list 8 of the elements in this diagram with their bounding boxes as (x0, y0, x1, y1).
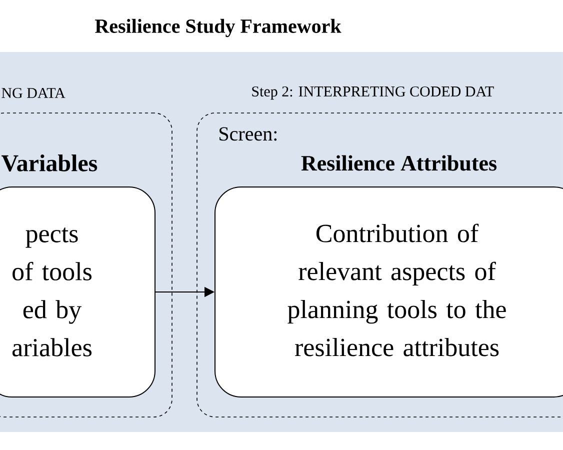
step-label: NG DATA (2, 88, 66, 98)
process-box: Contribution of relevant aspects of planning tools to the resilience attributes (214, 186, 563, 398)
group-heading: Resilience Attributes (301, 155, 497, 171)
process-box: pects of tools ed by ariables (0, 186, 156, 398)
group-heading: Variables (1, 154, 98, 172)
title: Resilience Study Framework (95, 18, 342, 38)
step-label: Step 2: INTERPRETING CODED DAT (252, 86, 494, 100)
group-label: Screen: (220, 127, 277, 141)
